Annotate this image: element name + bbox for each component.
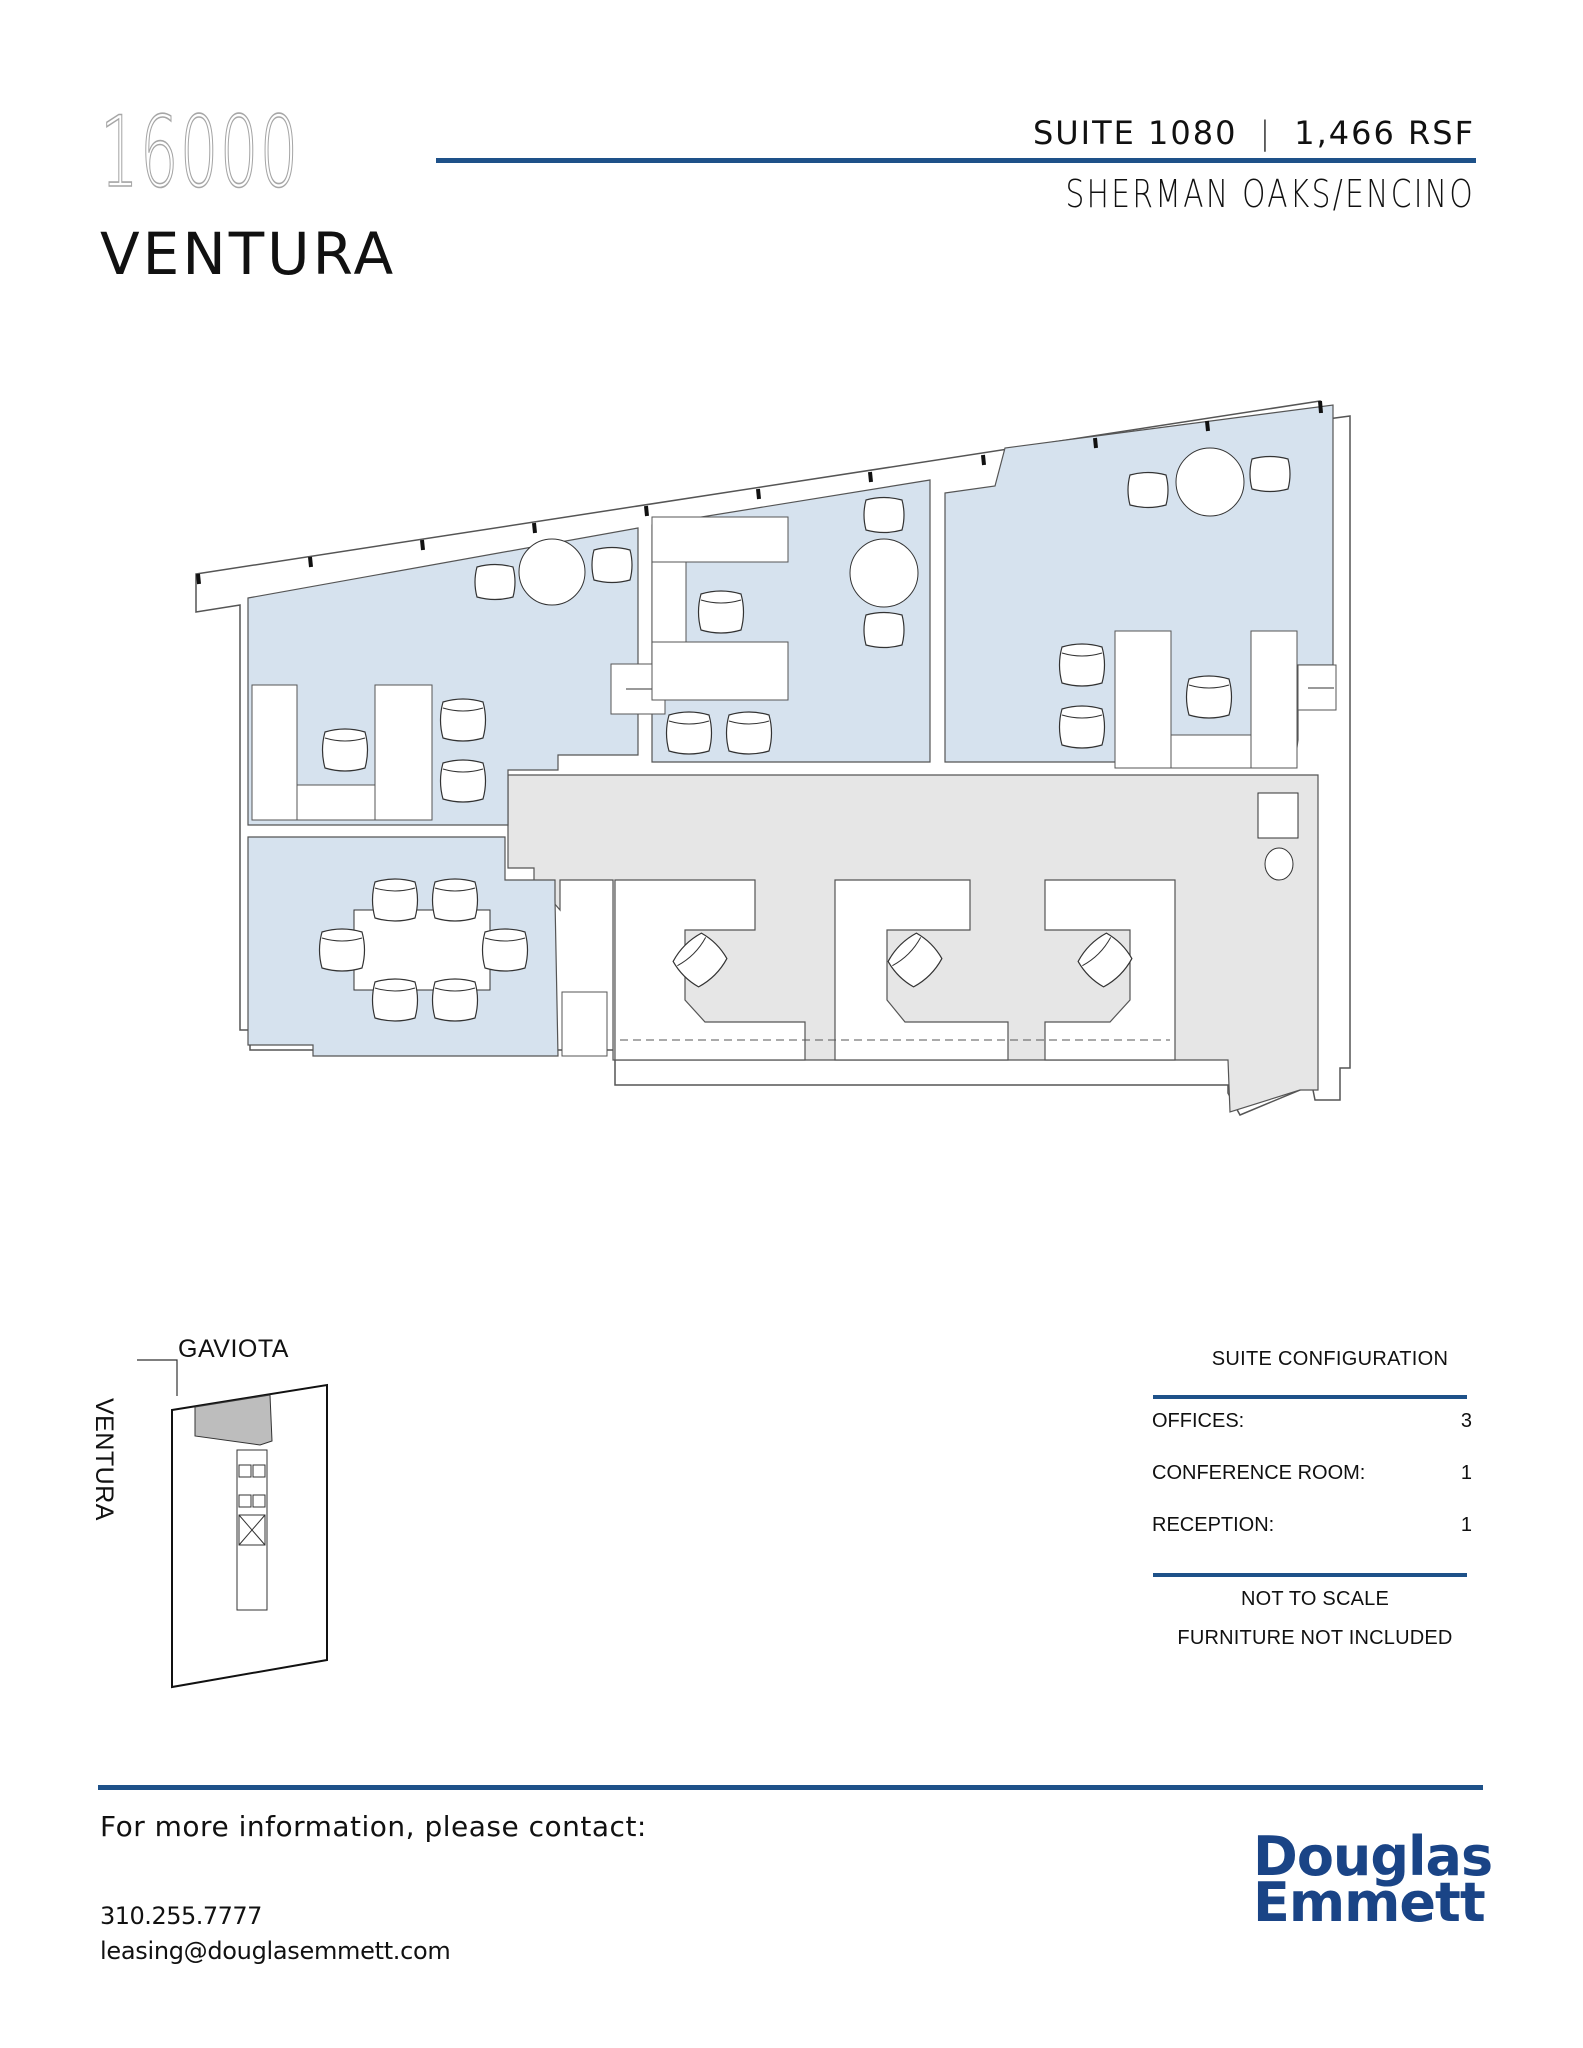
config-title: SUITE CONFIGURATION: [1211, 1348, 1449, 1370]
config-label: CONFERENCE ROOM:: [1152, 1462, 1366, 1484]
contact-email[interactable]: leasing@douglasemmett.com: [100, 1937, 451, 1965]
config-divider-top: [1153, 1395, 1467, 1399]
config-row-conference: CONFERENCE ROOM: 1: [1152, 1462, 1472, 1485]
logo-line-1: Douglas: [1253, 1825, 1493, 1888]
contact-phone[interactable]: 310.255.7777: [100, 1902, 262, 1930]
header-divider: [436, 158, 1476, 163]
douglas-emmett-logo: Douglas Emmett: [1253, 1825, 1493, 1934]
config-value: 1: [1460, 1462, 1472, 1484]
suite-label: SUITE 1080: [1032, 114, 1238, 152]
note-not-to-scale: NOT TO SCALE: [1240, 1588, 1389, 1610]
config-label: OFFICES:: [1152, 1410, 1245, 1432]
suite-separator: |: [1259, 114, 1273, 152]
config-row-offices: OFFICES: 3: [1152, 1410, 1472, 1433]
workstations: [614, 879, 1176, 1061]
building-name: VENTURA: [100, 220, 397, 288]
key-plan: [137, 1359, 328, 1689]
footer-divider: [98, 1785, 1483, 1790]
config-value: 3: [1460, 1410, 1472, 1432]
key-plan-street-top: GAVIOTA: [178, 1335, 289, 1363]
key-plan-suite-highlight: [194, 1394, 273, 1446]
config-label: RECEPTION:: [1152, 1514, 1275, 1536]
floor-plan: [195, 400, 1351, 1116]
window-mullions: [196, 400, 1323, 585]
note-furniture: FURNITURE NOT INCLUDED: [1177, 1627, 1453, 1649]
logo-line-2: Emmett: [1253, 1871, 1486, 1934]
config-row-reception: RECEPTION: 1: [1152, 1514, 1472, 1537]
suite-area: 1,466 RSF: [1294, 114, 1475, 152]
suite-heading: SUITE 1080 | 1,466 RSF: [1033, 114, 1475, 152]
submarket-label: SHERMAN OAKS/ENCINO: [1065, 172, 1475, 216]
building-number: 16000: [100, 96, 300, 210]
contact-heading: For more information, please contact:: [100, 1810, 647, 1843]
config-divider-bottom: [1153, 1573, 1467, 1577]
config-value: 1: [1460, 1514, 1472, 1536]
